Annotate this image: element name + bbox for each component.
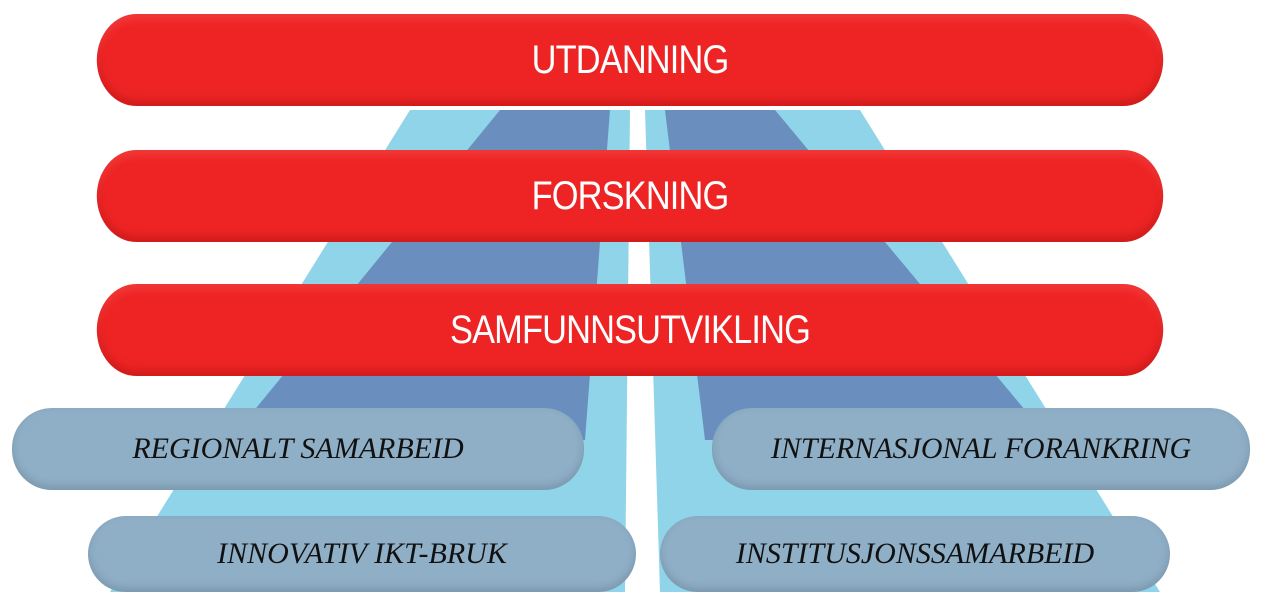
pillar-society: SAMFUNNSUTVIKLING [96,284,1164,376]
pill-institutional-cooperation: INSTITUSJONSSAMARBEID [660,516,1170,592]
pill-innovative-ict-label: INNOVATIV IKT-BRUK [217,537,507,570]
pill-innovative-ict: INNOVATIV IKT-BRUK [88,516,636,592]
pillar-education-label: UTDANNING [531,37,730,82]
pill-regional-cooperation: REGIONALT SAMARBEID [12,408,584,490]
pillar-education: UTDANNING [96,14,1164,106]
pill-international-anchoring: INTERNASJONAL FORANKRING [712,408,1250,490]
pillar-society-label: SAMFUNNSUTVIKLING [449,307,811,352]
pill-regional-cooperation-label: REGIONALT SAMARBEID [132,432,464,465]
pill-international-anchoring-label: INTERNASJONAL FORANKRING [770,432,1192,465]
pillar-research: FORSKNING [96,150,1164,242]
pill-institutional-cooperation-label: INSTITUSJONSSAMARBEID [735,537,1095,570]
pillar-research-label: FORSKNING [531,173,730,218]
